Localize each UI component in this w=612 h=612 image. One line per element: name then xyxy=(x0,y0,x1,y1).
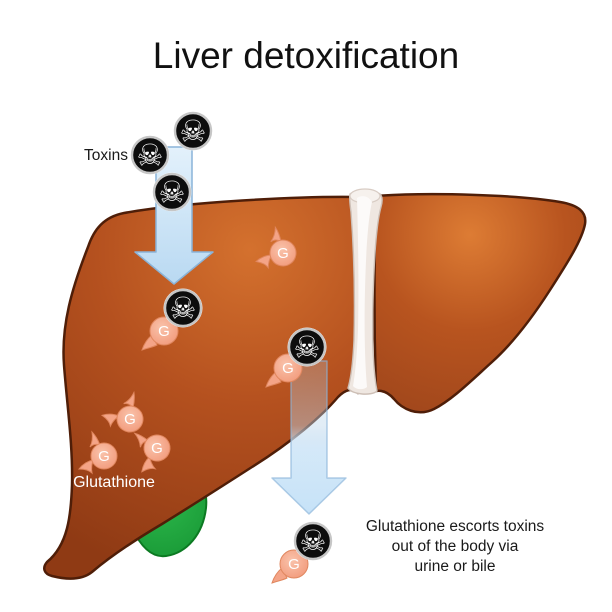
caption-line-3: urine or bile xyxy=(415,558,496,575)
glutathione-symbol: G xyxy=(277,245,289,262)
glutathione-label: Glutathione xyxy=(73,474,155,491)
glutathione-blob: G xyxy=(122,420,178,476)
glutathione-blob: G xyxy=(254,224,301,273)
toxin-skull-icon: ☠ xyxy=(129,134,171,176)
toxins-label: Toxins xyxy=(84,147,128,164)
glutathione-symbol: G xyxy=(282,360,294,377)
skull-glyph: ☠ xyxy=(180,116,207,149)
arrow-toxins-out-of-liver xyxy=(271,360,347,515)
skull-glyph: ☠ xyxy=(170,293,197,326)
toxin-skull-icon: ☠ xyxy=(151,171,193,213)
toxin-glutathione-pair: ☠ G xyxy=(265,326,328,388)
glutathione-symbol: G xyxy=(158,323,170,340)
caption: Glutathione escorts toxins out of the bo… xyxy=(366,518,545,575)
toxin-glutathione-pair-exiting: ☠ G xyxy=(271,520,334,584)
falciform-ligament xyxy=(347,189,383,395)
glutathione-symbol: G xyxy=(151,440,163,457)
glutathione-symbol: G xyxy=(98,448,110,465)
caption-line-2: out of the body via xyxy=(392,538,519,555)
toxin-glutathione-pair: ☠ G xyxy=(141,287,204,351)
glutathione-blob: G xyxy=(78,431,118,474)
glutathione-blob: G xyxy=(99,384,155,441)
caption-line-1: Glutathione escorts toxins xyxy=(366,518,545,535)
ligament-highlight xyxy=(353,196,372,390)
skull-glyph: ☠ xyxy=(159,177,186,210)
skull-glyph: ☠ xyxy=(294,332,321,365)
glutathione-symbol: G xyxy=(288,556,300,573)
glutathione-symbol: G xyxy=(124,411,136,428)
liver-left-lobe xyxy=(43,195,360,580)
toxin-skull-icon: ☠ xyxy=(172,110,214,152)
liver-right-lobe xyxy=(373,192,587,414)
page-title: Liver detoxification xyxy=(153,35,459,76)
skull-glyph: ☠ xyxy=(137,140,164,173)
arrow-toxins-into-liver xyxy=(134,146,214,285)
skull-glyph: ☠ xyxy=(300,526,327,559)
